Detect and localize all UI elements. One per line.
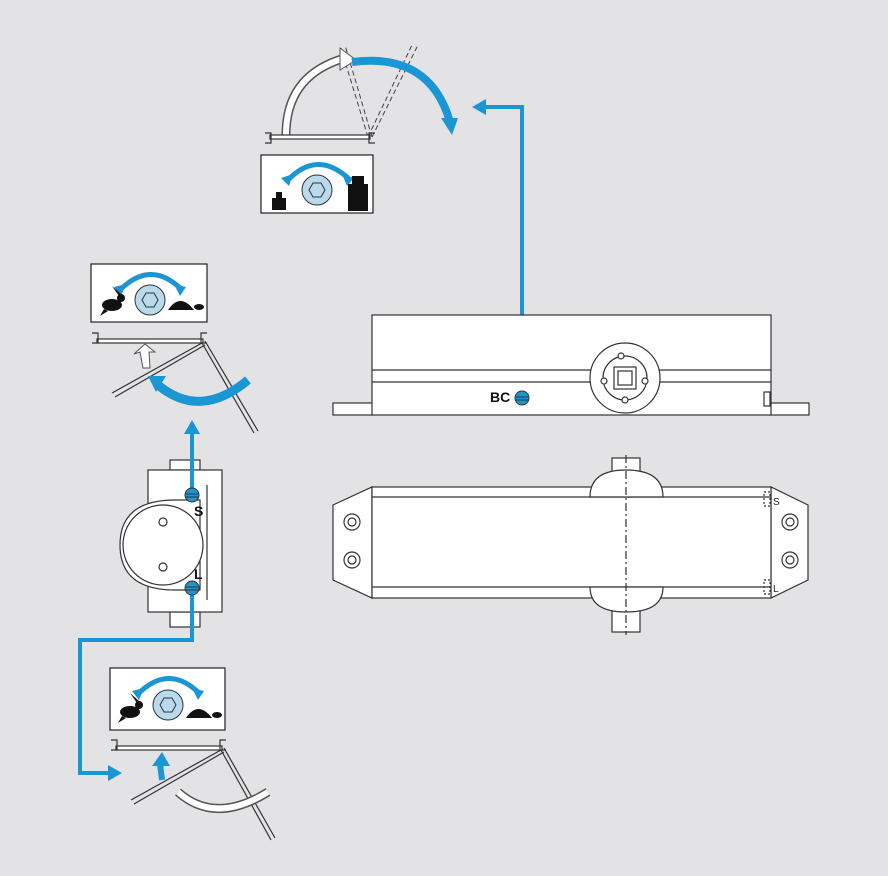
hex-valve-icon (152, 689, 184, 721)
hex-valve-icon (134, 284, 166, 316)
backcheck-valve-screw[interactable] (514, 390, 530, 406)
turtle-icon (186, 709, 222, 718)
label-bottom-l: L (773, 584, 779, 595)
turtle-icon (168, 301, 204, 310)
label-side-l: L (194, 566, 203, 582)
backcheck-arrow (484, 105, 524, 392)
latch-adjust-group (109, 667, 276, 841)
rabbit-icon (100, 286, 125, 316)
speed-closing-arrow (155, 376, 251, 406)
label-side-s: S (194, 503, 203, 519)
latch-valve-screw[interactable] (184, 580, 200, 596)
latch-closing-arrow (157, 763, 165, 781)
latch-valve-arrow (78, 592, 194, 775)
speed-valve-screw[interactable] (184, 487, 200, 503)
weight-small-icon (272, 192, 286, 210)
closer-front-view (332, 314, 810, 416)
speed-adjust-group (90, 263, 259, 434)
closer-side-view (119, 459, 223, 628)
hex-valve-icon (301, 174, 333, 206)
weight-large-icon (348, 176, 368, 211)
rabbit-icon (118, 693, 143, 723)
door-leaf-top (265, 132, 375, 144)
closer-bottom-view (332, 455, 809, 635)
label-bottom-s: S (773, 497, 780, 508)
closing-arrow-blue (351, 56, 454, 124)
label-bc: BC (490, 389, 510, 405)
closing-force-group (260, 44, 458, 214)
